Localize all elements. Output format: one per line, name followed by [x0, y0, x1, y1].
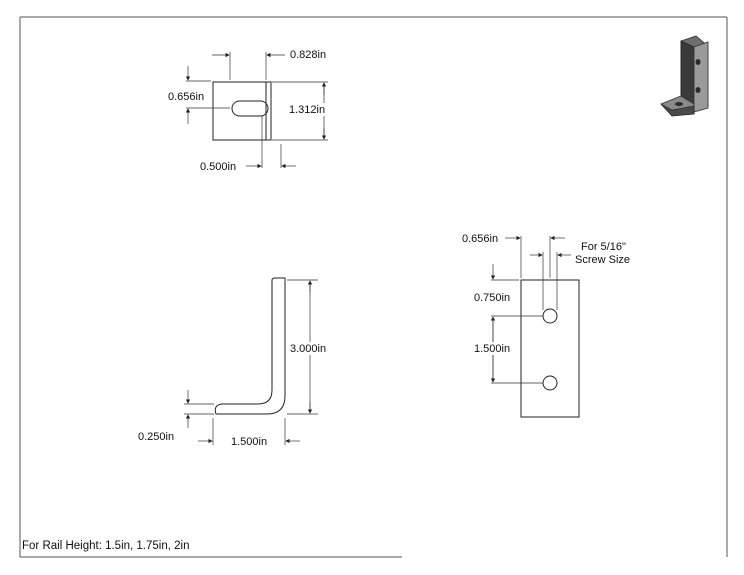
mounting-slot [231, 100, 269, 117]
screw-hole-upper [542, 308, 558, 324]
side-view: 3.000in 0.250in 1.500in [138, 277, 331, 448]
dim-slot-offset-label: 0.656in [168, 91, 204, 103]
iso-slot-icon [675, 102, 683, 106]
screw-size-label-line1: For 5/16" [581, 241, 626, 253]
screw-hole-lower [542, 375, 558, 391]
rail-height-note: For Rail Height: 1.5in, 1.75in, 2in [22, 540, 189, 552]
dim-slot-end-label: 0.500in [200, 161, 236, 173]
dim-base-label: 1.500in [231, 436, 267, 448]
front-view-outline [520, 279, 580, 418]
front-view: 0.656in For 5/16" Screw Size 0.750in 1.5… [462, 233, 630, 418]
iso-hole-icon [695, 59, 701, 65]
dim-hole-offset-label: 0.656in [462, 233, 498, 245]
top-view-outline [212, 81, 272, 141]
iso-hole-icon [695, 87, 701, 93]
dim-first-hole-label: 0.750in [474, 292, 510, 304]
dim-hole-spacing-label: 1.500in [474, 343, 510, 355]
dim-slot-width-label: 0.828in [290, 49, 326, 61]
isometric-bracket-image [660, 35, 709, 117]
l-bracket-profile [214, 277, 286, 415]
dim-side-height-label: 3.000in [290, 343, 326, 355]
top-view: 0.828in 0.656in 1.312in 0.500in [168, 49, 328, 173]
dim-height-label: 1.312in [289, 104, 325, 116]
dim-thickness-label: 0.250in [138, 431, 174, 443]
sheet-border [19, 16, 728, 558]
screw-size-label-line2: Screw Size [575, 254, 630, 266]
